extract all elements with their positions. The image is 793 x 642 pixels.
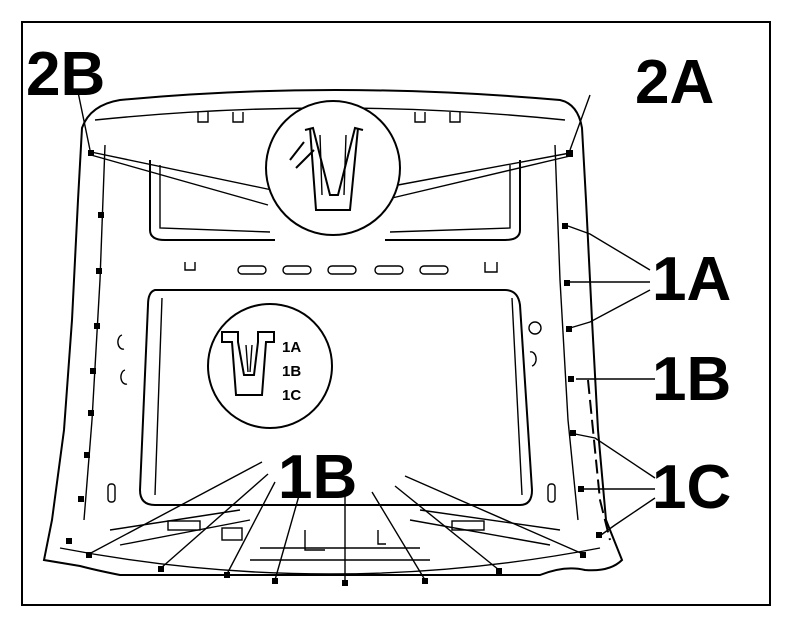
lower-ribs — [109, 509, 561, 561]
top-slots — [197, 112, 461, 123]
headliner-bottom-edge — [59, 547, 601, 575]
legend-1c: 1C — [282, 387, 301, 404]
leader-lines-1c — [574, 433, 656, 536]
headliner-outline — [42, 89, 624, 576]
upper-opening-inner — [159, 165, 511, 233]
headliner-inner-right-edge — [554, 144, 579, 521]
clip-detail-1: 1A 1B 1C — [207, 303, 333, 429]
label-2b: 2B — [26, 40, 105, 109]
label-2a: 2A — [635, 48, 714, 117]
clip-detail-2 — [265, 100, 401, 236]
right-dashed-edge — [587, 379, 611, 541]
leader-lines-2 — [77, 91, 591, 206]
sunroof-opening — [138, 289, 534, 506]
leader-lines-1a — [567, 225, 651, 329]
side-features — [107, 321, 556, 503]
leader-lines-1b-center — [88, 461, 584, 582]
clip-holes — [66, 150, 602, 586]
upper-opening — [149, 160, 275, 241]
sunroof-opening-inner — [154, 297, 523, 496]
diagram-frame — [21, 21, 771, 606]
oblong-slots — [184, 262, 498, 275]
label-1a-right: 1A — [652, 245, 731, 314]
legend-1b: 1B — [282, 363, 301, 380]
upper-opening-right — [385, 160, 521, 241]
label-1c-right: 1C — [652, 453, 731, 522]
legend-1a: 1A — [282, 339, 301, 356]
label-1b-right: 1B — [652, 345, 731, 414]
label-1b-center: 1B — [278, 443, 357, 512]
headliner-inner-left-edge — [83, 144, 106, 521]
